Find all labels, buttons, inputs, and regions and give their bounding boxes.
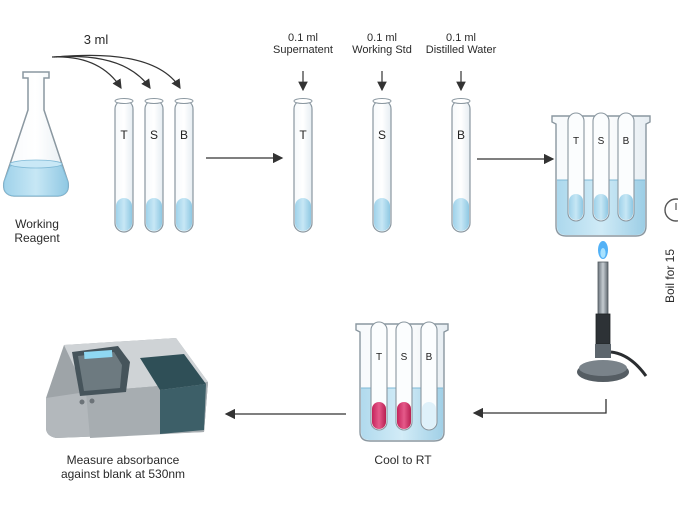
addition-name-s: Working Std xyxy=(352,44,412,56)
cool-label: Cool to RT xyxy=(374,453,432,467)
addition-volume-s: 0.1 ml xyxy=(367,32,397,44)
pipette-arrows xyxy=(51,54,181,90)
test-tube-t-2 xyxy=(293,98,313,233)
step2-tubes xyxy=(293,98,471,233)
tube-label-t-2: T xyxy=(299,128,307,142)
clock-icon xyxy=(664,198,678,222)
boil-tube-label-s: S xyxy=(597,136,605,147)
test-tube-b xyxy=(174,98,194,233)
bunsen-burner xyxy=(577,241,648,382)
boiling-beaker xyxy=(551,112,651,237)
boil-tube-label-b: B xyxy=(622,136,630,147)
tube-label-b-2: B xyxy=(456,128,465,142)
boil-label: Boil for 15 xyxy=(663,248,677,303)
beaker-tube-t xyxy=(567,112,585,222)
boil-tube-label-t: T xyxy=(572,136,580,147)
test-tube-t xyxy=(114,98,134,233)
addition-name-t: Supernatent xyxy=(273,44,333,56)
cooling-beaker xyxy=(355,321,449,442)
working-reagent-flask xyxy=(2,71,70,197)
addition-volume-b: 0.1 ml xyxy=(446,32,476,44)
addition-name-b: Distilled Water xyxy=(425,44,497,56)
tube-label-s-2: S xyxy=(377,128,386,142)
spectrophotometer xyxy=(46,338,208,438)
measure-label-line2: against blank at 530nm xyxy=(60,467,186,481)
tube-label-t: T xyxy=(120,128,128,142)
beaker-tube-b xyxy=(617,112,635,222)
flask-label-line1: Working xyxy=(15,217,59,231)
tube-label-b: B xyxy=(179,128,188,142)
addition-arrows xyxy=(298,71,466,92)
cool-tube-s xyxy=(395,321,413,431)
test-tube-s-2 xyxy=(372,98,392,233)
test-tube-b-2 xyxy=(451,98,471,233)
flask-label-line2: Reagent xyxy=(14,231,60,245)
test-tube-s xyxy=(144,98,164,233)
addition-volume-t: 0.1 ml xyxy=(288,32,318,44)
volume-label: 3 ml xyxy=(83,32,109,47)
cool-tube-label-b: B xyxy=(425,352,433,363)
beaker-tube-s xyxy=(592,112,610,222)
cool-tube-label-t: T xyxy=(375,352,383,363)
arrow-burner-to-cool xyxy=(472,399,607,419)
cool-tube-label-s: S xyxy=(400,352,408,363)
cool-tube-b xyxy=(420,321,438,431)
measure-label-line1: Measure absorbance xyxy=(66,453,180,467)
cool-tube-t xyxy=(370,321,388,431)
step1-tubes xyxy=(114,98,194,233)
tube-label-s: S xyxy=(149,128,158,142)
